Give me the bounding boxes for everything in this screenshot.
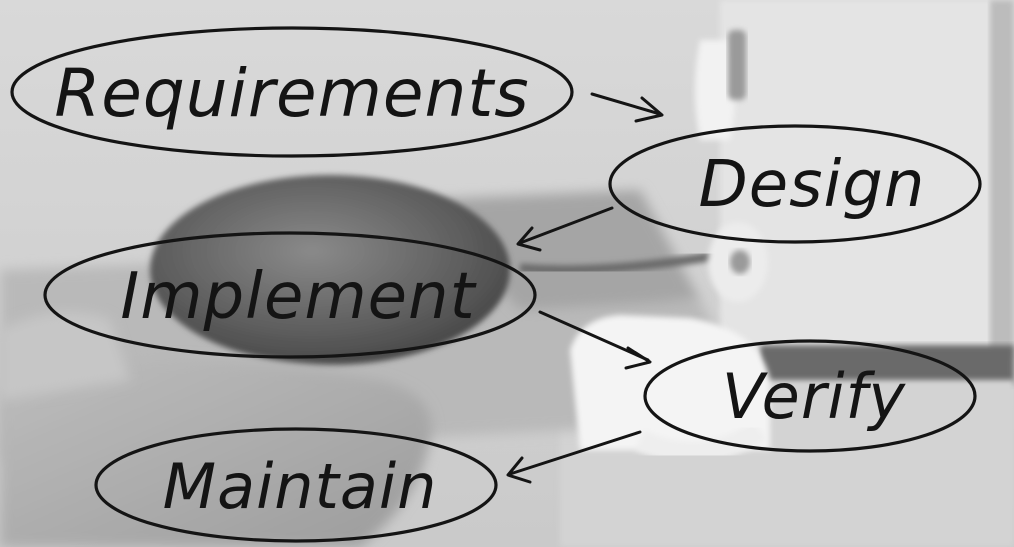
implement-label: Implement: [120, 260, 477, 334]
door-handle: [695, 40, 735, 140]
maintain-label: Maintain: [163, 450, 438, 523]
step-maintain: Maintain: [94, 427, 498, 543]
hand: [0, 359, 432, 547]
design-label: Design: [699, 148, 926, 222]
maintain-ellipse: [94, 427, 498, 543]
handle-bolt: [728, 30, 746, 100]
step-design: Design: [608, 124, 982, 244]
implement-ellipse: [43, 231, 537, 359]
computer-mouse: [150, 175, 510, 365]
mouse-cable: [519, 250, 721, 275]
keyhole: [730, 250, 750, 274]
arrow-implement-to-verify: [538, 310, 652, 370]
design-ellipse: [608, 124, 982, 244]
verify-label: Verify: [722, 360, 906, 433]
arrow-verify-to-maintain: [506, 430, 642, 484]
step-implement: Implement: [43, 231, 537, 359]
verify-ellipse: [643, 339, 977, 453]
arrow-requirements-to-design: [590, 92, 664, 123]
requirements-label: Requirements: [54, 55, 529, 132]
stopper-cord: [635, 420, 767, 464]
arrow-design-to-implement: [516, 206, 614, 252]
door-panel: [720, 0, 1014, 360]
requirements-ellipse: [10, 26, 574, 158]
desk-shadow: [420, 190, 700, 310]
baseboard: [760, 345, 1014, 385]
door-edge: [990, 0, 1014, 360]
step-requirements: Requirements: [10, 26, 574, 158]
step-verify: Verify: [643, 339, 977, 453]
